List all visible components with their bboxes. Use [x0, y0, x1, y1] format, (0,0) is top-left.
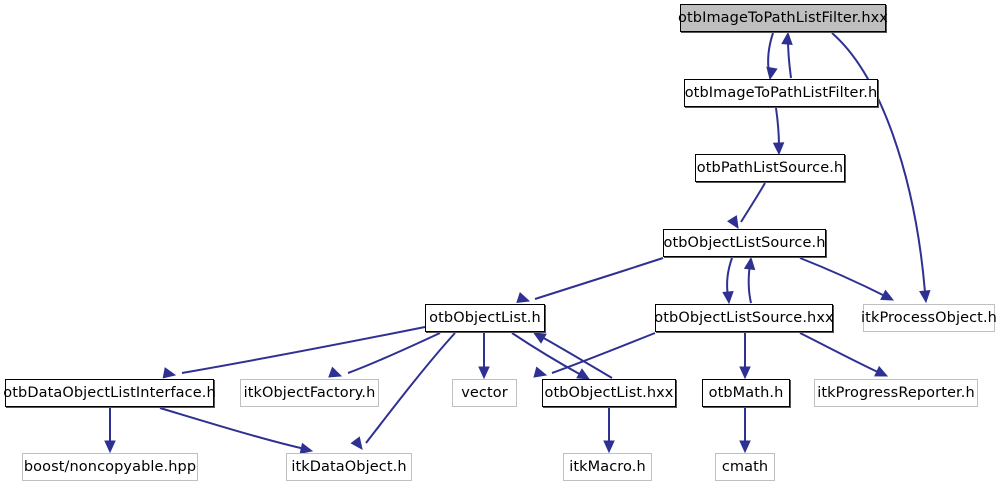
edge-arrowhead-16	[739, 366, 751, 380]
edge-5	[534, 257, 664, 300]
edge-13	[511, 332, 584, 377]
graph-node-otbobjectlist-hxx[interactable]: otbObjectList.hxx	[542, 379, 676, 407]
graph-node-otbobjectlistsource-h[interactable]: otbObjectListSource.h	[663, 229, 826, 257]
edge-8	[799, 257, 888, 298]
edge-14	[539, 335, 613, 379]
graph-node-cmath[interactable]: cmath	[715, 453, 775, 481]
graph-node-label: itkMacro.h	[569, 458, 646, 475]
edge-2	[831, 32, 926, 293]
graph-node-otbmath-h[interactable]: otbMath.h	[702, 379, 790, 407]
edge-arrowhead-21	[739, 440, 751, 454]
graph-node-otbpathlistsource-h[interactable]: otbPathListSource.h	[695, 154, 845, 182]
graph-node-label: otbObjectList.hxx	[544, 384, 674, 401]
edge-19	[159, 407, 306, 450]
graph-node-label: otbObjectListSource.hxx	[654, 309, 834, 326]
edge-arrowhead-3	[772, 142, 785, 156]
graph-node-label: vector	[461, 384, 508, 401]
graph-node-itkprogressreporter-h[interactable]: itkProgressReporter.h	[814, 379, 978, 407]
edge-arrowhead-4	[727, 215, 739, 230]
edge-arrowhead-0	[766, 66, 778, 81]
edge-arrowhead-2	[919, 289, 931, 304]
edge-arrowhead-11	[350, 436, 363, 450]
edge-3	[775, 107, 780, 148]
edge-11	[365, 332, 456, 444]
graph-node-otbimagetopathlistfilter-hxx[interactable]: otbImageToPathListFilter.hxx	[678, 4, 888, 32]
edge-arrowhead-1	[781, 31, 793, 45]
graph-node-itkmacro-h[interactable]: itkMacro.h	[563, 453, 652, 481]
graph-node-itkdataobject-h[interactable]: itkDataObject.h	[286, 453, 412, 481]
edge-arrowhead-6	[722, 291, 734, 305]
graph-node-label: otbDataObjectListInterface.h	[3, 384, 216, 401]
edge-arrowhead-7	[743, 256, 756, 271]
graph-node-label: itkDataObject.h	[291, 458, 407, 475]
graph-node-itkobjectfactory-h[interactable]: itkObjectFactory.h	[240, 379, 379, 407]
edge-10	[347, 332, 441, 374]
graph-node-otbobjectlistsource-hxx[interactable]: otbObjectListSource.hxx	[654, 304, 834, 332]
graph-node-label: itkProgressReporter.h	[817, 384, 975, 401]
edge-4	[740, 182, 766, 223]
graph-node-label: itkObjectFactory.h	[243, 384, 376, 401]
edge-6	[726, 257, 733, 297]
edge-0	[767, 32, 774, 74]
edge-arrowhead-17	[874, 365, 889, 377]
edge-arrowhead-15	[533, 366, 548, 378]
graph-node-otbobjectlist-h[interactable]: otbObjectList.h	[425, 304, 545, 332]
graph-node-vector[interactable]: vector	[452, 379, 517, 407]
edge-7	[747, 263, 752, 304]
graph-node-label: otbImageToPathListFilter.hxx	[678, 9, 888, 26]
edge-arrowhead-19	[299, 442, 314, 455]
graph-node-label: otbMath.h	[708, 384, 784, 401]
edge-17	[799, 332, 881, 374]
graph-node-itkprocessobject-h[interactable]: itkProcessObject.h	[861, 304, 997, 332]
edge-arrowhead-9	[162, 367, 177, 379]
graph-node-otbdataobjectlistinterface-h[interactable]: otbDataObjectListInterface.h	[3, 379, 216, 407]
edge-9	[181, 326, 426, 374]
graph-node-label: otbObjectList.h	[429, 309, 541, 326]
graph-node-label: otbPathListSource.h	[696, 159, 844, 176]
graph-node-label: itkProcessObject.h	[861, 309, 997, 326]
graph-node-label: otbImageToPathListFilter.h	[684, 84, 878, 101]
graph-node-otbimagetopathlistfilter-h[interactable]: otbImageToPathListFilter.h	[684, 79, 878, 107]
edge-arrowhead-20	[603, 440, 615, 454]
edge-arrowhead-8	[880, 289, 895, 301]
edge-1	[787, 38, 792, 79]
graph-node-label: cmath	[721, 458, 769, 475]
edge-arrowhead-14	[532, 332, 547, 344]
graph-node-label: otbObjectListSource.h	[663, 234, 826, 251]
edge-arrowhead-12	[478, 366, 490, 380]
edge-arrowhead-18	[104, 440, 116, 454]
edge-arrowhead-10	[328, 366, 343, 378]
edge-arrowhead-5	[516, 291, 531, 303]
graph-node-label: boost/noncopyable.hpp	[23, 458, 197, 475]
graph-node-boost-noncopyable-hpp[interactable]: boost/noncopyable.hpp	[22, 453, 198, 481]
edge-15	[551, 332, 656, 374]
edge-arrowhead-13	[576, 368, 591, 380]
